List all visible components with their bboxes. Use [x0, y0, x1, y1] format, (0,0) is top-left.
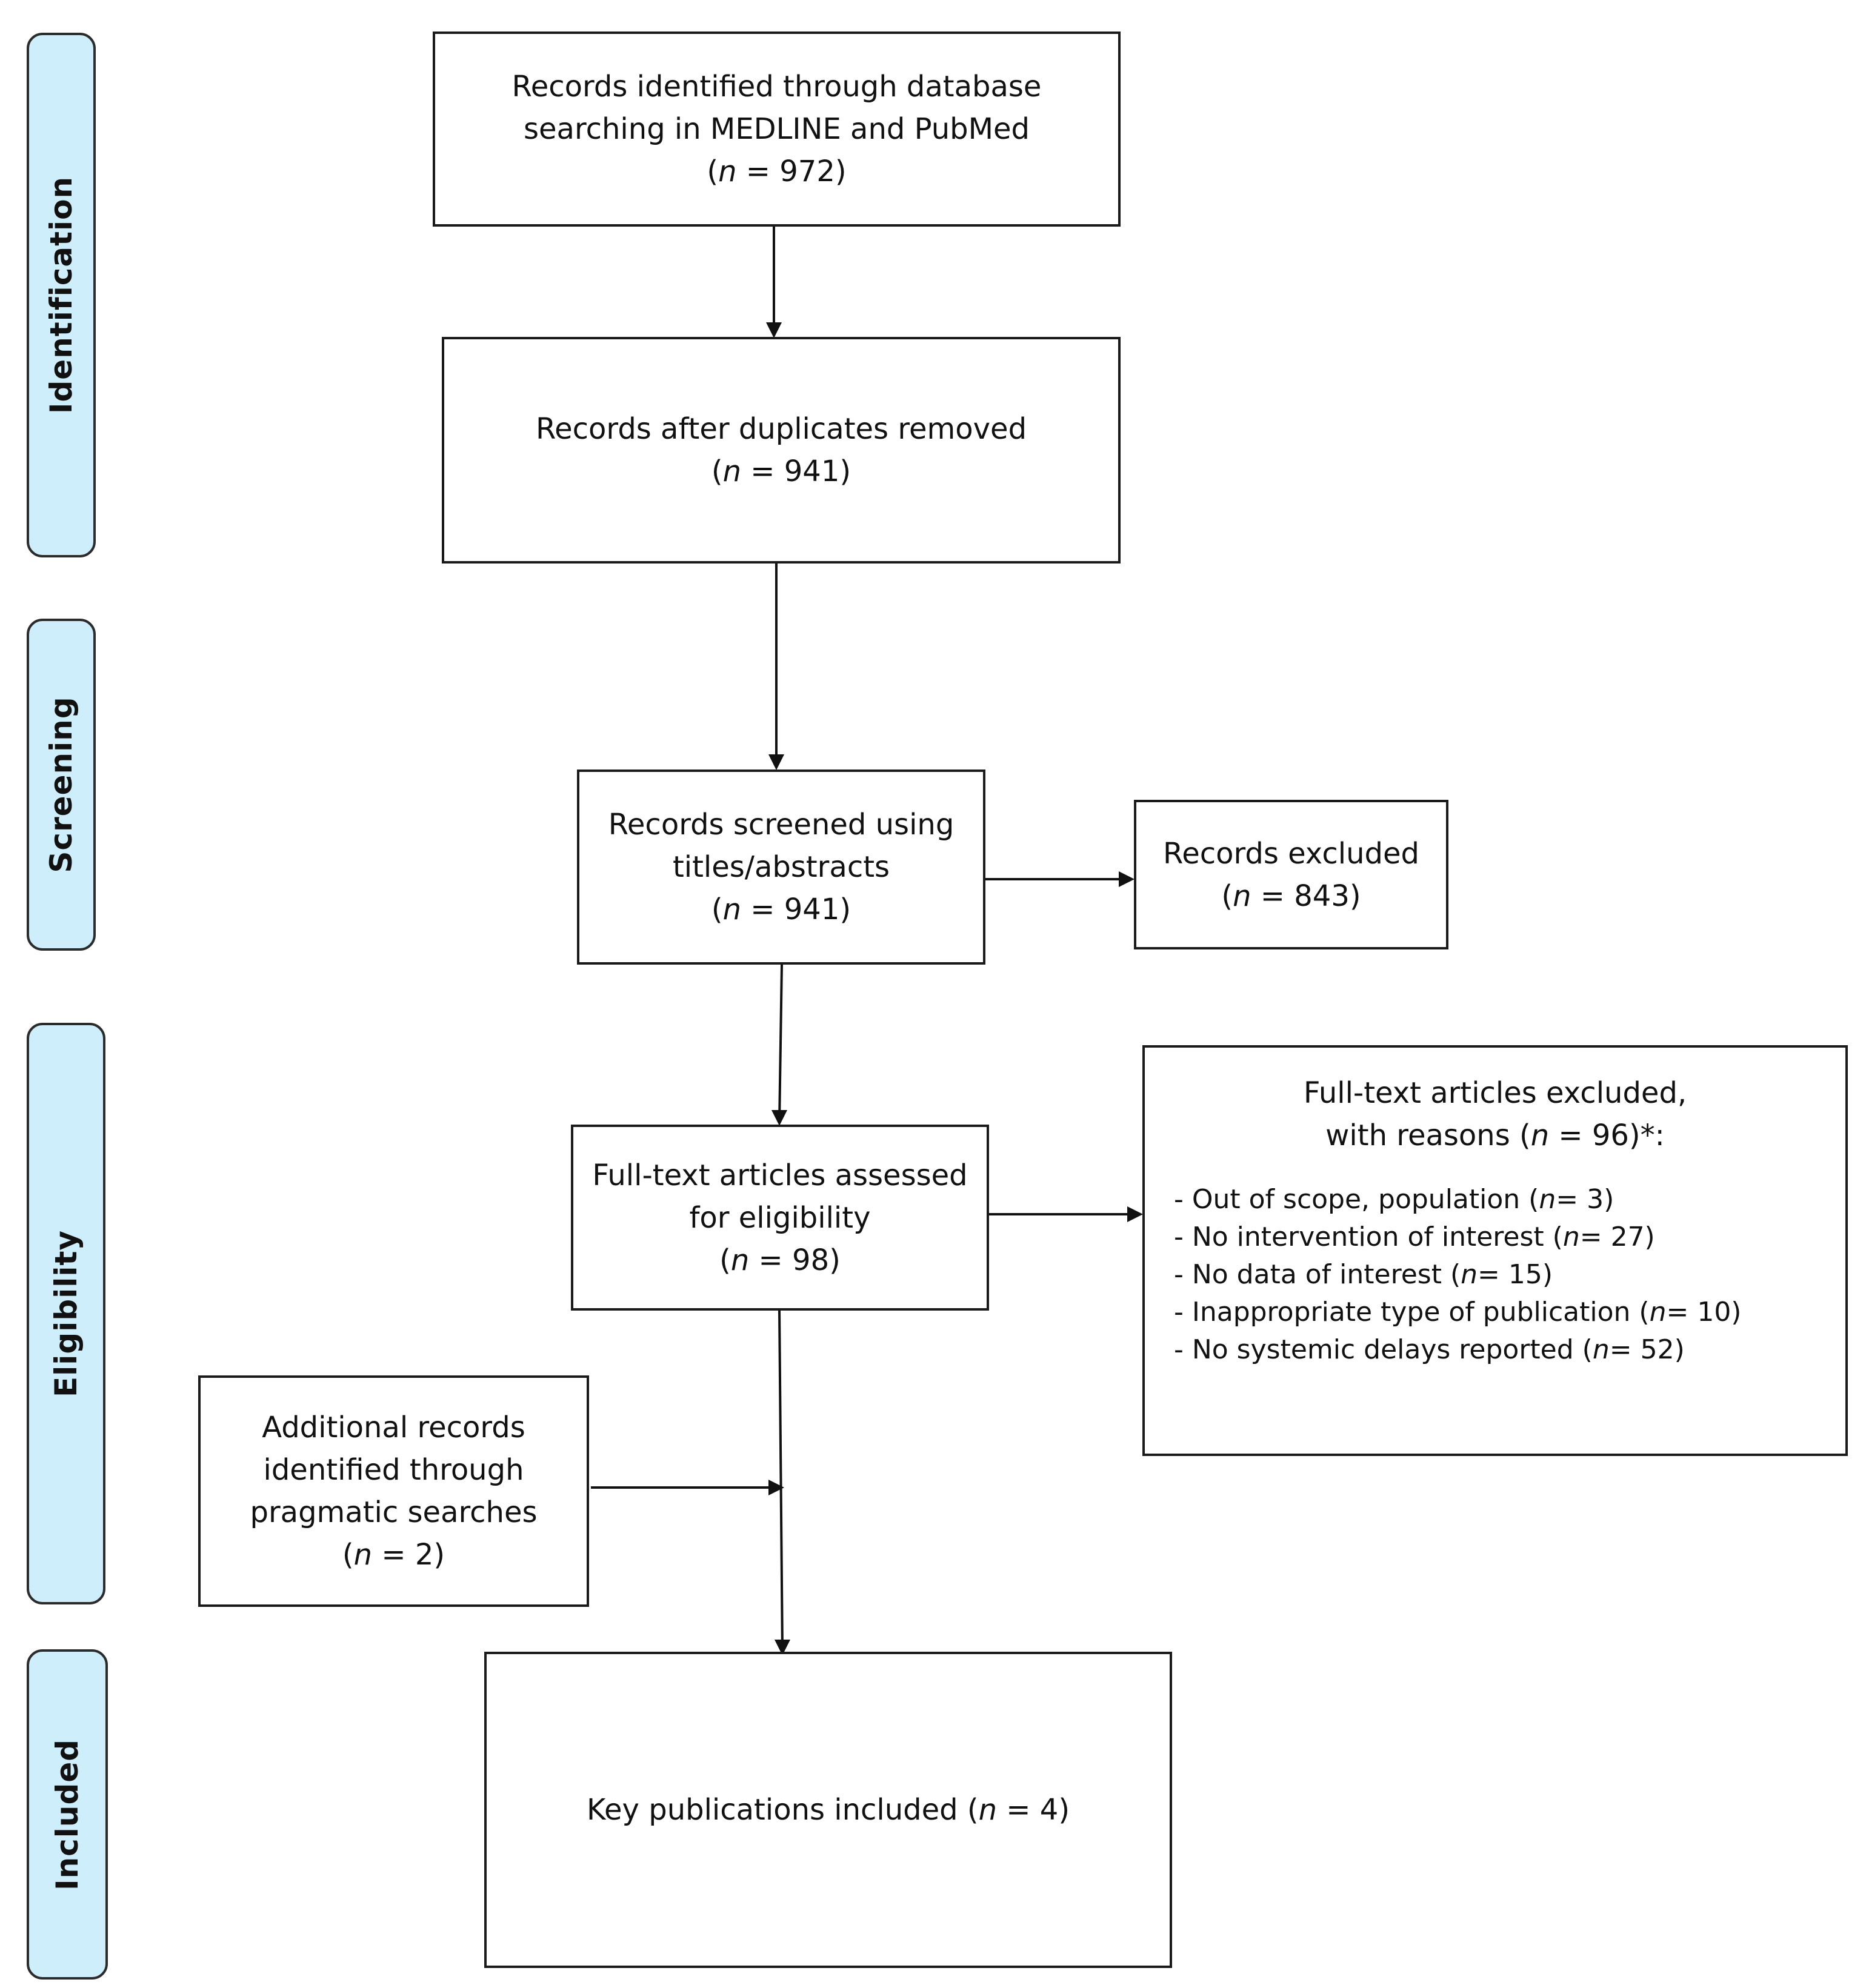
- records-excluded-count: (n = 843): [1221, 879, 1361, 913]
- records-identified-box: Records identified through database sear…: [433, 32, 1121, 227]
- records-screened-count: (n = 941): [711, 893, 851, 926]
- records-identified-line2: searching in MEDLINE and PubMed: [523, 112, 1030, 146]
- additional-records-count: (n = 2): [342, 1538, 445, 1572]
- duplicates-removed-line1: Records after duplicates removed: [535, 412, 1027, 446]
- fulltext-assessed-line2: for eligibility: [689, 1200, 871, 1235]
- included-publications-box: Key publications included (n = 4): [484, 1652, 1172, 1968]
- phase-included: Included: [27, 1649, 108, 1980]
- phase-eligibility: Eligibility: [27, 1023, 105, 1604]
- arrow-screened-to-fulltext: [778, 964, 783, 1123]
- exclusion-reason-item: - Inappropriate type of publication (n= …: [1174, 1297, 1742, 1328]
- additional-records-box: Additional records identified through pr…: [198, 1375, 589, 1607]
- duplicates-removed-count: (n = 941): [711, 454, 851, 488]
- records-excluded-box: Records excluded (n = 843): [1134, 800, 1448, 949]
- exclusion-reasons-list: - Out of scope, population (n= 3) - No i…: [1145, 1181, 1845, 1369]
- arrowhead-1: [766, 322, 782, 338]
- fulltext-assessed-count: (n = 98): [719, 1243, 841, 1277]
- records-screened-line1: Records screened using: [608, 808, 955, 842]
- exclusion-reason-item: - No systemic delays reported (n= 52): [1174, 1334, 1685, 1365]
- additional-records-line1: Additional records: [262, 1411, 525, 1444]
- exclusion-reason-item: - No data of interest (n= 15): [1174, 1259, 1553, 1290]
- arrow-fulltext-to-included: [778, 1310, 784, 1652]
- phase-screening: Screening: [27, 619, 96, 951]
- exclusion-reason-item: - No intervention of interest (n= 27): [1174, 1222, 1655, 1252]
- fulltext-excluded-line1: Full-text articles excluded,: [1303, 1076, 1687, 1110]
- fulltext-excluded-line2: with reasons (n = 96)*:: [1325, 1119, 1665, 1152]
- exclusion-reason-item: - Out of scope, population (n= 3): [1174, 1184, 1614, 1215]
- fulltext-excluded-heading: Full-text articles excluded, with reason…: [1145, 1072, 1845, 1157]
- records-screened-line2: titles/abstracts: [672, 850, 890, 884]
- additional-records-line2: identified through: [263, 1453, 524, 1487]
- duplicates-removed-box: Records after duplicates removed (n = 94…: [442, 337, 1121, 563]
- records-identified-line1: Records identified through database: [511, 70, 1042, 104]
- additional-records-line3: pragmatic searches: [250, 1495, 538, 1529]
- arrowhead-3: [1119, 871, 1135, 887]
- records-identified-count: (n = 972): [707, 155, 847, 188]
- fulltext-excluded-box: Full-text articles excluded, with reason…: [1142, 1045, 1848, 1456]
- fulltext-assessed-line1: Full-text articles assessed: [592, 1158, 968, 1192]
- arrowhead-7: [768, 1480, 784, 1495]
- included-publications-line: Key publications included (n = 4): [586, 1793, 1070, 1827]
- arrowhead-2: [768, 754, 784, 770]
- arrowhead-4: [771, 1110, 787, 1126]
- records-screened-box: Records screened using titles/abstracts …: [577, 770, 985, 965]
- records-excluded-line1: Records excluded: [1163, 836, 1419, 871]
- fulltext-assessed-box: Full-text articles assessed for eligibil…: [571, 1125, 989, 1311]
- arrowhead-6: [775, 1640, 790, 1655]
- arrowhead-5: [1127, 1206, 1143, 1222]
- phase-identification: Identification: [27, 33, 96, 557]
